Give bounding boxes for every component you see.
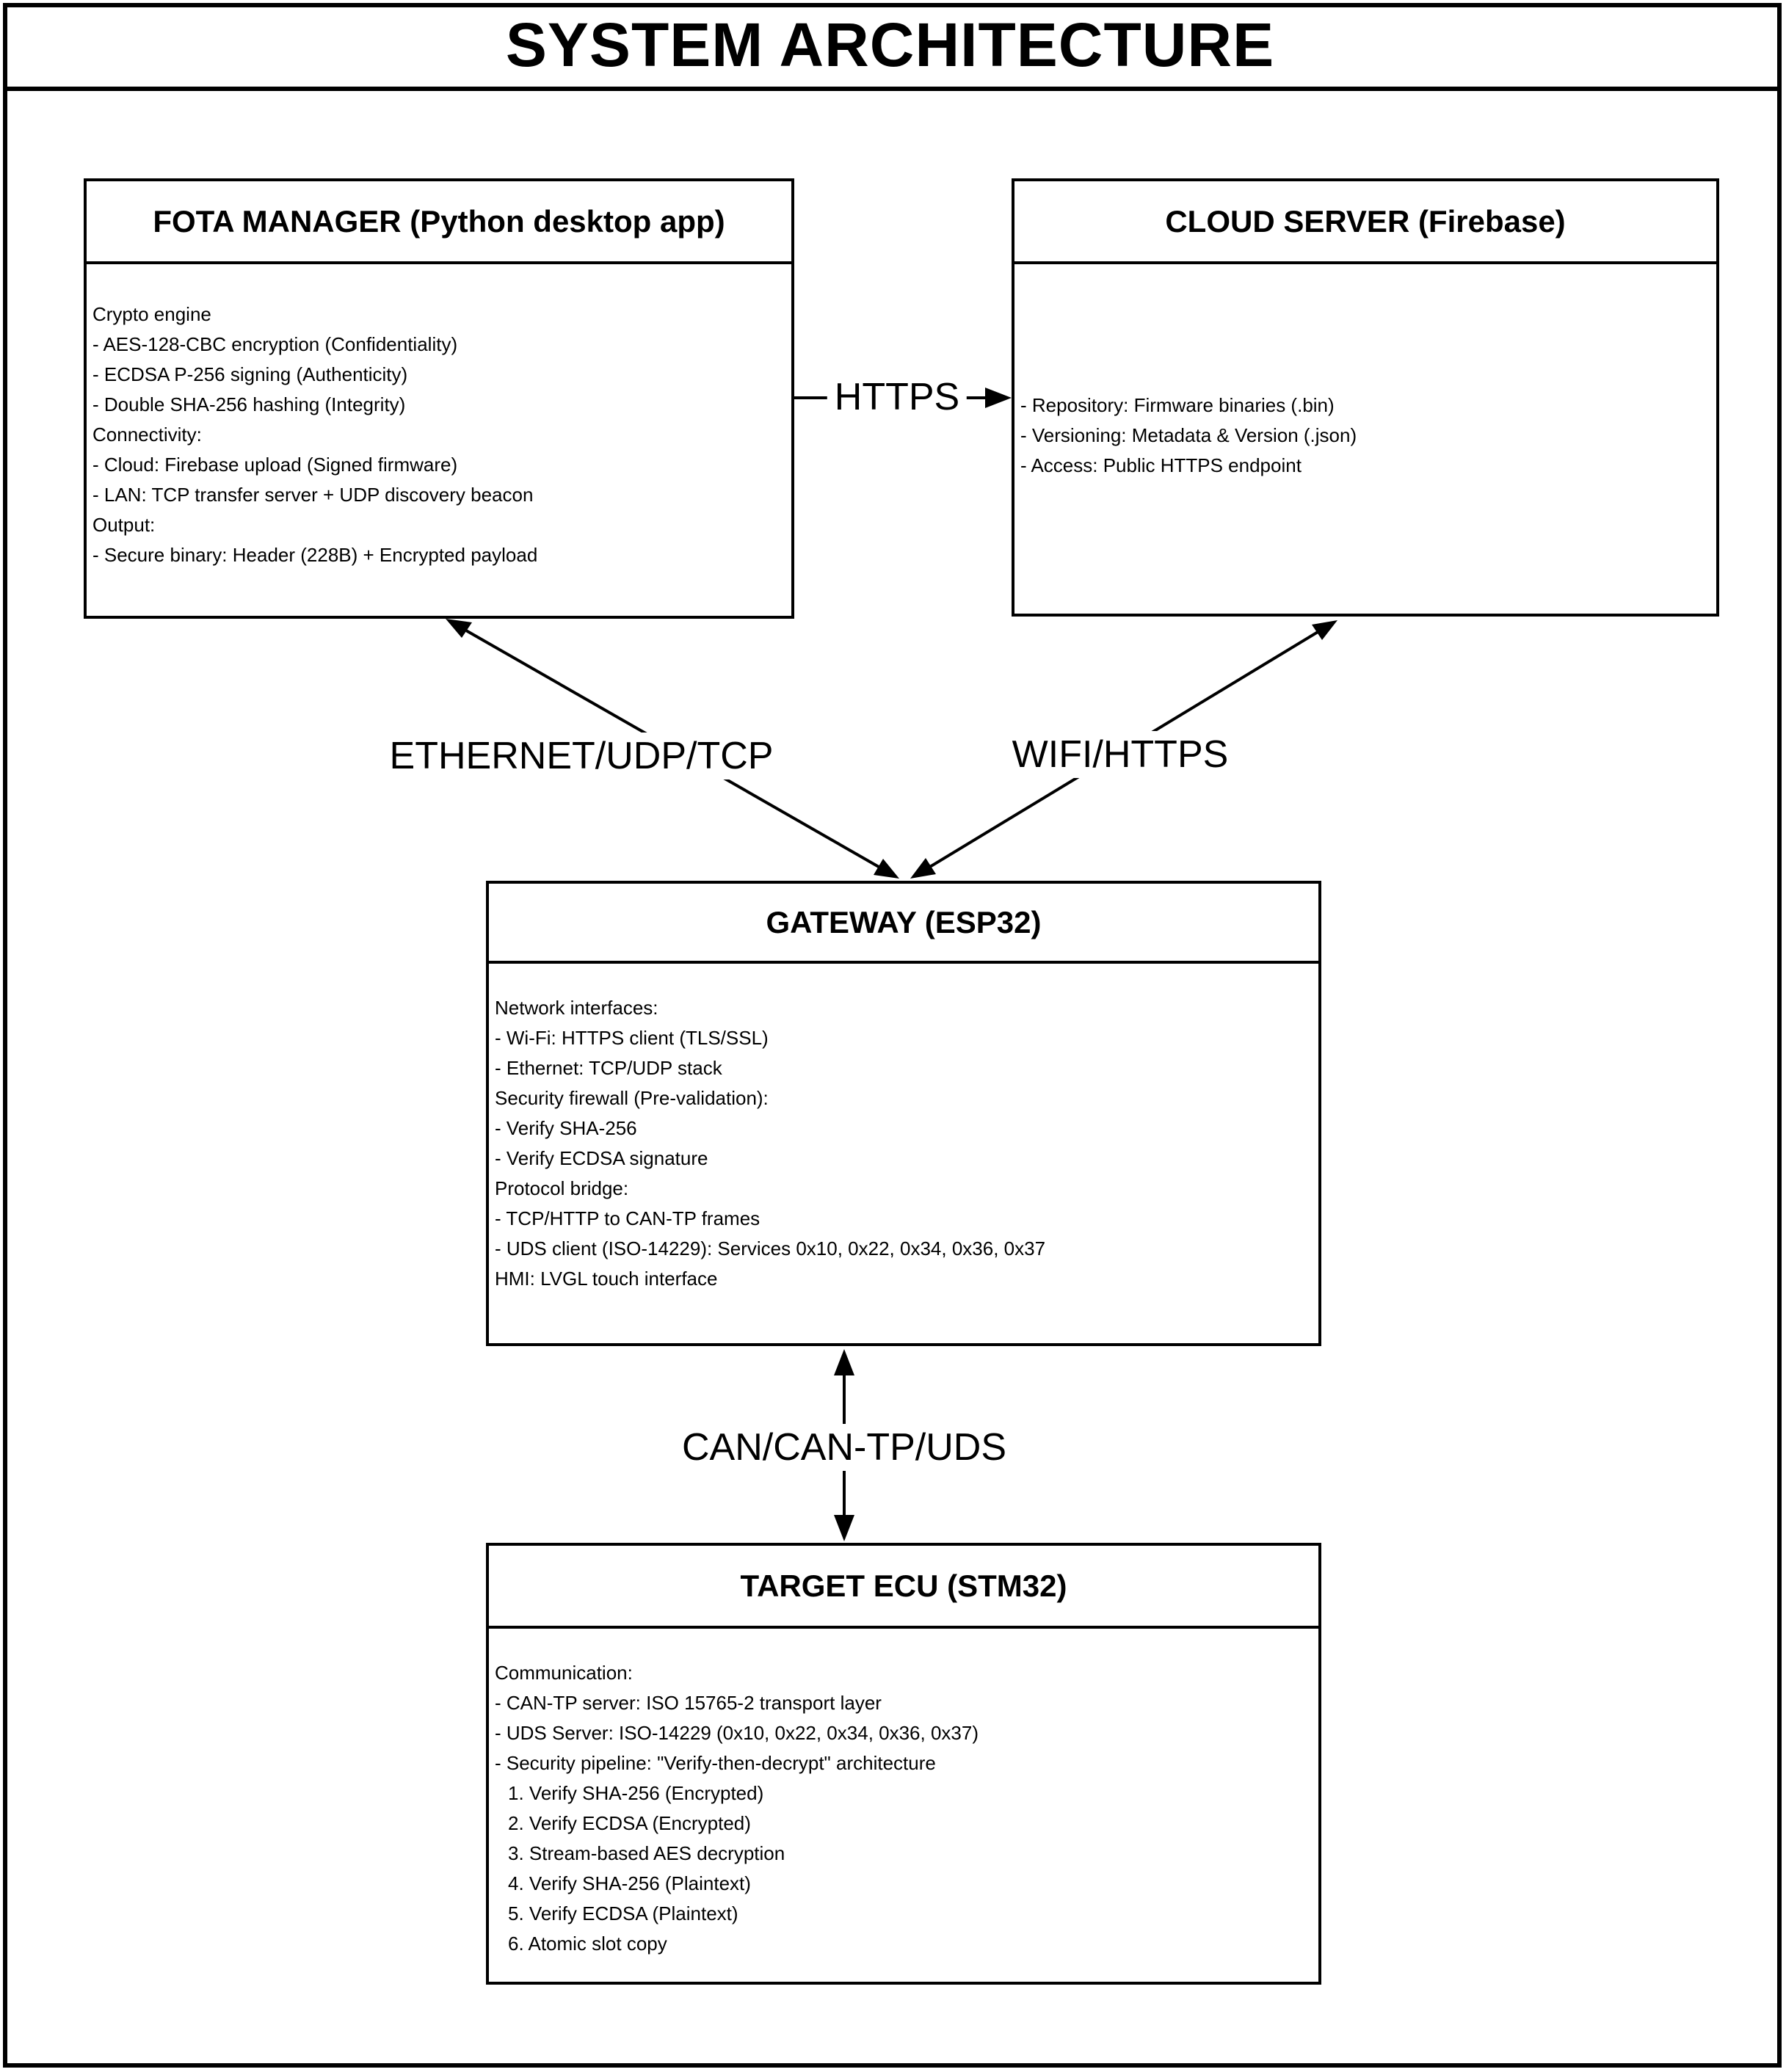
can-arrowhead-up-icon xyxy=(834,1349,854,1375)
fota-line: - AES-128-CBC encryption (Confidentialit… xyxy=(92,333,458,355)
ecu-line: - UDS Server: ISO-14229 (0x10, 0x22, 0x3… xyxy=(495,1722,979,1744)
fota-line: Crypto engine xyxy=(92,303,211,325)
cloud-line: - Versioning: Metadata & Version (.json) xyxy=(1020,424,1357,446)
can-connector-label: CAN/CAN-TP/UDS xyxy=(674,1424,1014,1471)
gateway-line: HMI: LVGL touch interface xyxy=(495,1268,718,1290)
gateway-header: GATEWAY (ESP32) xyxy=(489,884,1318,964)
fota-line: Connectivity: xyxy=(92,424,202,446)
fota-line: - Double SHA-256 hashing (Integrity) xyxy=(92,393,406,415)
fota-line: - ECDSA P-256 signing (Authenticity) xyxy=(92,363,408,385)
gateway-line: Protocol bridge: xyxy=(495,1177,629,1199)
ecu-line: 1. Verify SHA-256 (Encrypted) xyxy=(508,1782,764,1804)
gateway-line: - Ethernet: TCP/UDP stack xyxy=(495,1057,722,1079)
fota-line: Output: xyxy=(92,514,156,536)
fota-manager-body: Crypto engine - AES-128-CBC encryption (… xyxy=(87,264,791,570)
target-ecu-title: TARGET ECU (STM32) xyxy=(740,1568,1067,1603)
gateway-box: GATEWAY (ESP32) Network interfaces: - Wi… xyxy=(486,881,1321,1346)
gateway-line: - Verify SHA-256 xyxy=(495,1117,637,1139)
https-connector-label: HTTPS xyxy=(827,374,968,421)
ecu-line: 5. Verify ECDSA (Plaintext) xyxy=(508,1902,738,1924)
cloud-line: - Repository: Firmware binaries (.bin) xyxy=(1020,394,1335,416)
can-arrowhead-down-icon xyxy=(834,1515,854,1541)
fota-manager-box: FOTA MANAGER (Python desktop app) Crypto… xyxy=(84,178,794,619)
cloud-server-title: CLOUD SERVER (Firebase) xyxy=(1165,203,1566,239)
wifi-arrowhead-up-icon xyxy=(1312,620,1337,640)
diagram-outer-border xyxy=(3,3,1782,2068)
gateway-body: Network interfaces: - Wi-Fi: HTTPS clien… xyxy=(489,964,1318,1294)
gateway-line: - UDS client (ISO-14229): Services 0x10,… xyxy=(495,1237,1046,1259)
ecu-line: 3. Stream-based AES decryption xyxy=(508,1842,785,1864)
ethernet-connector-label: ETHERNET/UDP/TCP xyxy=(382,733,781,779)
page-title: SYSTEM ARCHITECTURE xyxy=(505,10,1275,79)
fota-manager-title: FOTA MANAGER (Python desktop app) xyxy=(153,203,725,239)
wifi-connector-label: WIFI/HTTPS xyxy=(1004,731,1236,778)
target-ecu-header: TARGET ECU (STM32) xyxy=(489,1546,1318,1629)
ecu-line: 6. Atomic slot copy xyxy=(508,1933,667,1955)
ethernet-arrowhead-down-icon xyxy=(874,859,899,879)
gateway-line: - TCP/HTTP to CAN-TP frames xyxy=(495,1207,760,1229)
ecu-line: 2. Verify ECDSA (Encrypted) xyxy=(508,1812,751,1834)
gateway-line: - Wi-Fi: HTTPS client (TLS/SSL) xyxy=(495,1027,769,1049)
target-ecu-body: Communication: - CAN-TP server: ISO 1576… xyxy=(489,1629,1318,1959)
title-separator-line xyxy=(3,87,1782,91)
gateway-line: Security firewall (Pre-validation): xyxy=(495,1087,769,1109)
title-band: SYSTEM ARCHITECTURE xyxy=(3,3,1777,87)
ecu-line: Communication: xyxy=(495,1662,633,1684)
fota-manager-header: FOTA MANAGER (Python desktop app) xyxy=(87,181,791,264)
cloud-server-header: CLOUD SERVER (Firebase) xyxy=(1014,181,1716,264)
gateway-line: Network interfaces: xyxy=(495,997,658,1019)
https-arrowhead-right-icon xyxy=(985,388,1012,408)
gateway-line: - Verify ECDSA signature xyxy=(495,1147,708,1169)
gateway-title: GATEWAY (ESP32) xyxy=(766,904,1042,939)
target-ecu-box: TARGET ECU (STM32) Communication: - CAN-… xyxy=(486,1543,1321,1985)
wifi-arrowhead-down-icon xyxy=(910,858,936,879)
ecu-line: - CAN-TP server: ISO 15765-2 transport l… xyxy=(495,1692,882,1714)
cloud-server-body: - Repository: Firmware binaries (.bin) -… xyxy=(1014,264,1716,481)
ethernet-arrowhead-up-icon xyxy=(446,619,472,638)
fota-line: - Cloud: Firebase upload (Signed firmwar… xyxy=(92,454,458,476)
cloud-server-box: CLOUD SERVER (Firebase) - Repository: Fi… xyxy=(1012,178,1719,617)
fota-line: - LAN: TCP transfer server + UDP discove… xyxy=(92,484,534,506)
cloud-line: - Access: Public HTTPS endpoint xyxy=(1020,454,1302,476)
ecu-line: - Security pipeline: "Verify-then-decryp… xyxy=(495,1752,936,1774)
ecu-line: 4. Verify SHA-256 (Plaintext) xyxy=(508,1872,751,1894)
fota-line: - Secure binary: Header (228B) + Encrypt… xyxy=(92,544,538,566)
